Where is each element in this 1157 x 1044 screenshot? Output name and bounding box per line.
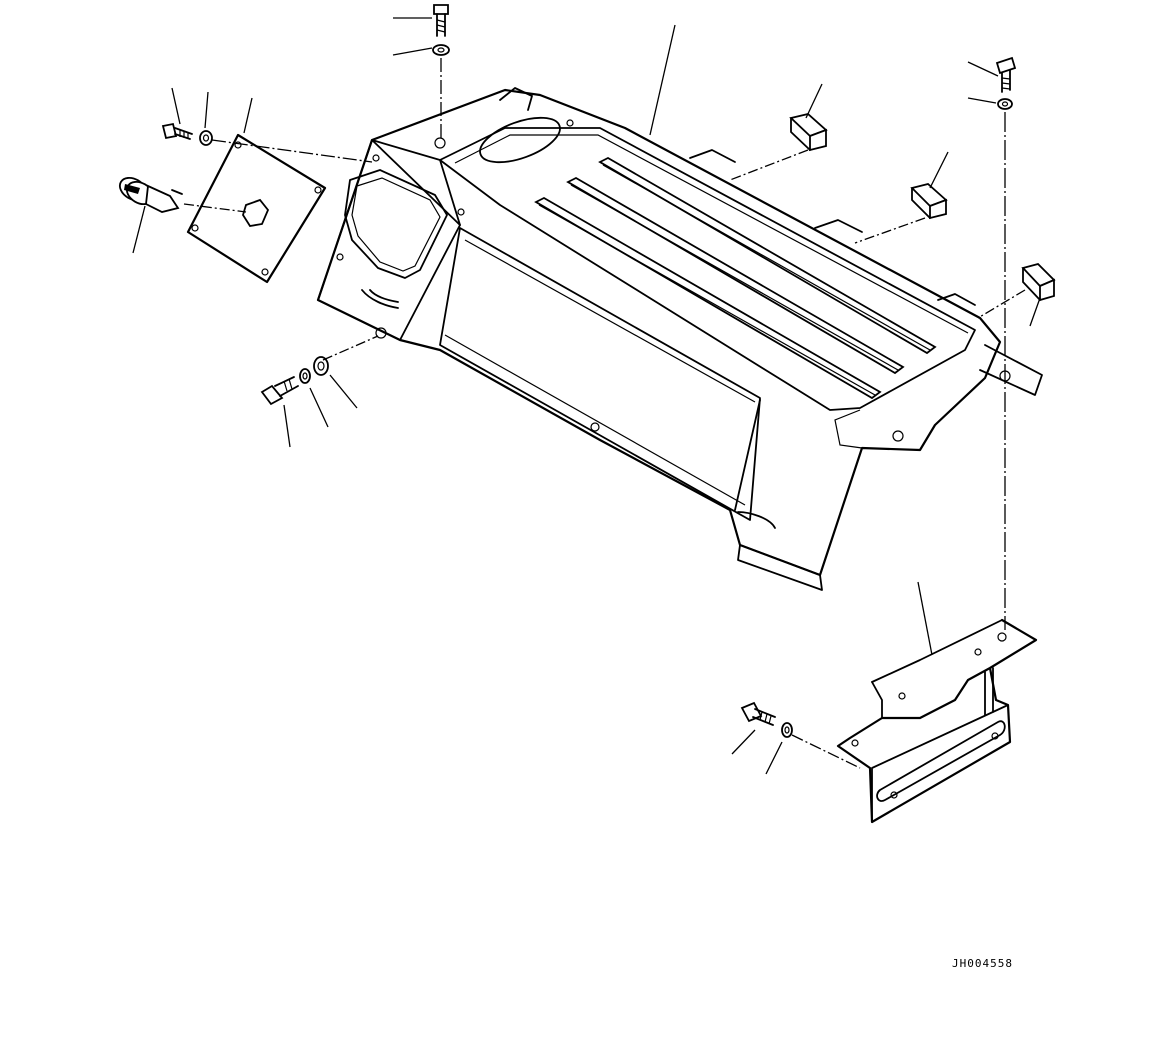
cover-plate <box>186 133 327 284</box>
clip-2 <box>910 183 948 220</box>
bolt-lower-left <box>260 376 299 406</box>
washer-top-center <box>432 44 450 56</box>
flat-washer-lower-left <box>313 356 329 376</box>
washer-top-left <box>199 130 213 146</box>
switch-knob <box>118 176 183 213</box>
bolt-top-center <box>433 4 449 37</box>
deck-rail-1 <box>598 156 937 355</box>
mounting-bracket <box>836 618 1038 824</box>
clip-1 <box>789 113 828 152</box>
clip-3 <box>1021 262 1056 302</box>
deck-rail-2 <box>566 176 905 375</box>
washer-lower-right <box>781 722 793 738</box>
small-screw-top-left <box>161 122 193 140</box>
deck-rail-3 <box>534 196 882 400</box>
main-tray-frame <box>316 87 1043 591</box>
lock-washer-lower-left <box>299 368 311 384</box>
bolt-top-right <box>995 56 1017 93</box>
leader-lines <box>132 17 1041 775</box>
washer-top-right <box>997 98 1013 110</box>
bolt-lower-right <box>740 701 776 726</box>
drawing-code-label: JH004558 <box>952 957 1013 970</box>
